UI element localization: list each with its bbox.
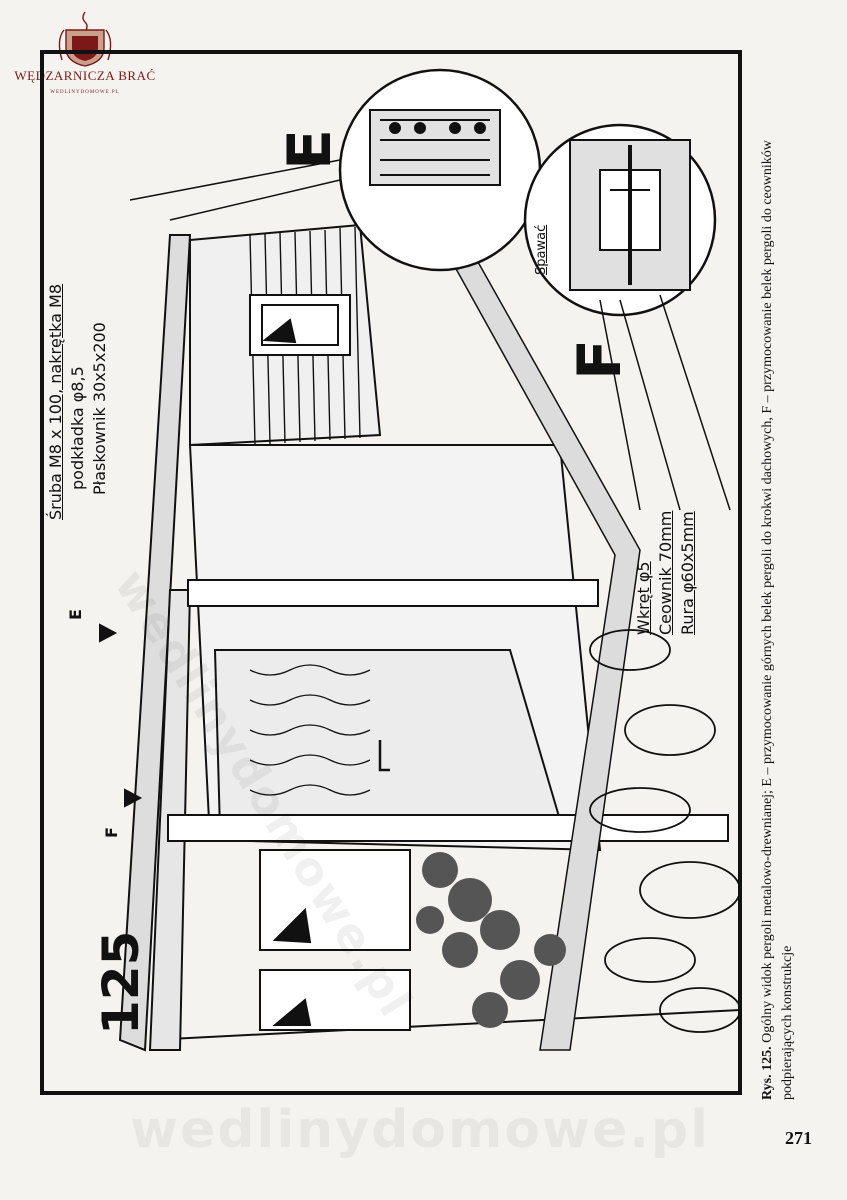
shield-crest-icon <box>58 11 112 67</box>
page-number: 271 <box>785 1128 812 1148</box>
label-rura: Rura φ60x5mm <box>678 511 697 635</box>
figure-number: 125 <box>92 930 150 1035</box>
caption-prefix: Rys. 125. <box>760 1046 775 1100</box>
figure-frame <box>40 50 742 1095</box>
brand-logo[interactable]: WĘDZARNICZA BRAĆ WEDLINYDOMOWE.PL <box>10 8 160 98</box>
label-spawac: Spawać <box>534 224 549 275</box>
figure-125: 125 E F E F Śruba M8 x 100, nakrętka M8 … <box>40 50 742 1095</box>
brand-url: WEDLINYDOMOWE.PL <box>50 90 120 95</box>
label-ceownik: Ceownik 70mm <box>656 510 675 635</box>
figure-caption: Rys. 125. Ogólny widok pergoli metalowo-… <box>758 60 798 1100</box>
label-sruba: Śruba M8 x 100, nakrętka M8 <box>46 283 65 520</box>
label-wkret: Wkręt φ5 <box>634 561 653 635</box>
brand-name: WĘDZARNICZA BRAĆ <box>14 68 156 83</box>
marker-e: E <box>66 609 85 620</box>
detail-letter-e: E <box>275 129 345 170</box>
label-plaskownik: Płaskownik 30x5x200 <box>90 322 109 495</box>
pergola-drawing <box>99 68 741 1052</box>
label-podkladka: podkładka φ8,5 <box>68 366 87 490</box>
detail-letter-f: F <box>565 339 635 380</box>
marker-f: F <box>102 827 121 838</box>
caption-text: Ogólny widok pergoli metalowo-drewnianej… <box>760 140 795 1100</box>
watermark: wedlinydomowe.pl <box>129 1100 711 1160</box>
